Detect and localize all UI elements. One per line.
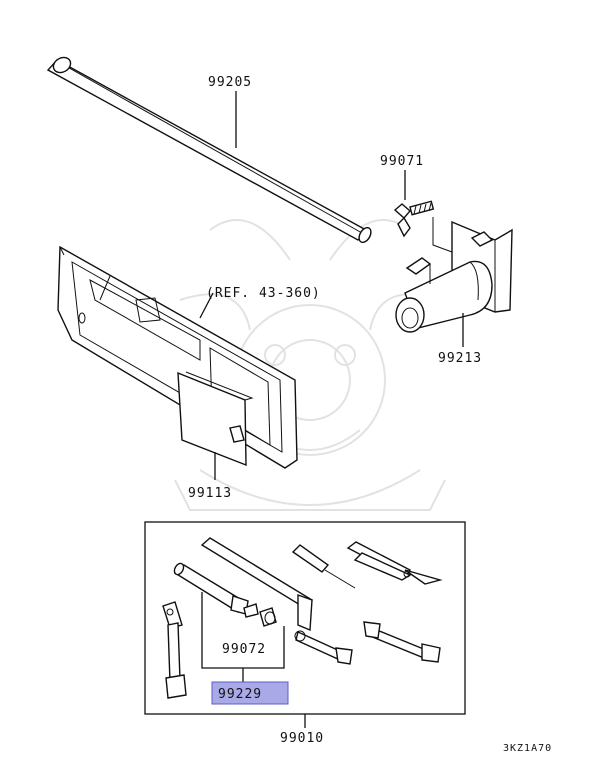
bolt-guide-line <box>432 217 453 253</box>
highlight-box[interactable] <box>211 681 289 705</box>
pliers-part[interactable] <box>346 541 443 585</box>
socket-wrench-part[interactable] <box>162 601 187 699</box>
bar-callout: 99205 <box>208 75 252 90</box>
cap-part[interactable] <box>243 603 277 627</box>
ref-callout: (REF. 43-360) <box>206 286 321 301</box>
cap-callout: 99072 <box>222 642 266 657</box>
cover-callout: 99113 <box>188 486 232 501</box>
trim-panel <box>57 245 298 469</box>
bolt-part[interactable] <box>393 200 435 238</box>
ref-leader <box>199 292 214 319</box>
holder-callout: 99213 <box>438 351 482 366</box>
highlighted-callout[interactable]: 99229 <box>218 687 262 702</box>
tube-wrench-part[interactable] <box>173 562 249 615</box>
extension-bar-part[interactable] <box>200 537 314 632</box>
spanner-large-part[interactable] <box>363 621 441 663</box>
spanner-small-part[interactable] <box>294 630 353 665</box>
bar-part[interactable] <box>46 54 373 244</box>
kit-callout: 99010 <box>280 731 324 746</box>
holder-part[interactable] <box>395 220 513 333</box>
cover-part[interactable] <box>177 371 254 467</box>
screwdriver-part[interactable] <box>291 544 356 589</box>
watermark-emblem <box>174 219 446 511</box>
bolt-callout: 99071 <box>380 154 424 169</box>
diagram-code: 3KZ1A70 <box>503 743 552 754</box>
